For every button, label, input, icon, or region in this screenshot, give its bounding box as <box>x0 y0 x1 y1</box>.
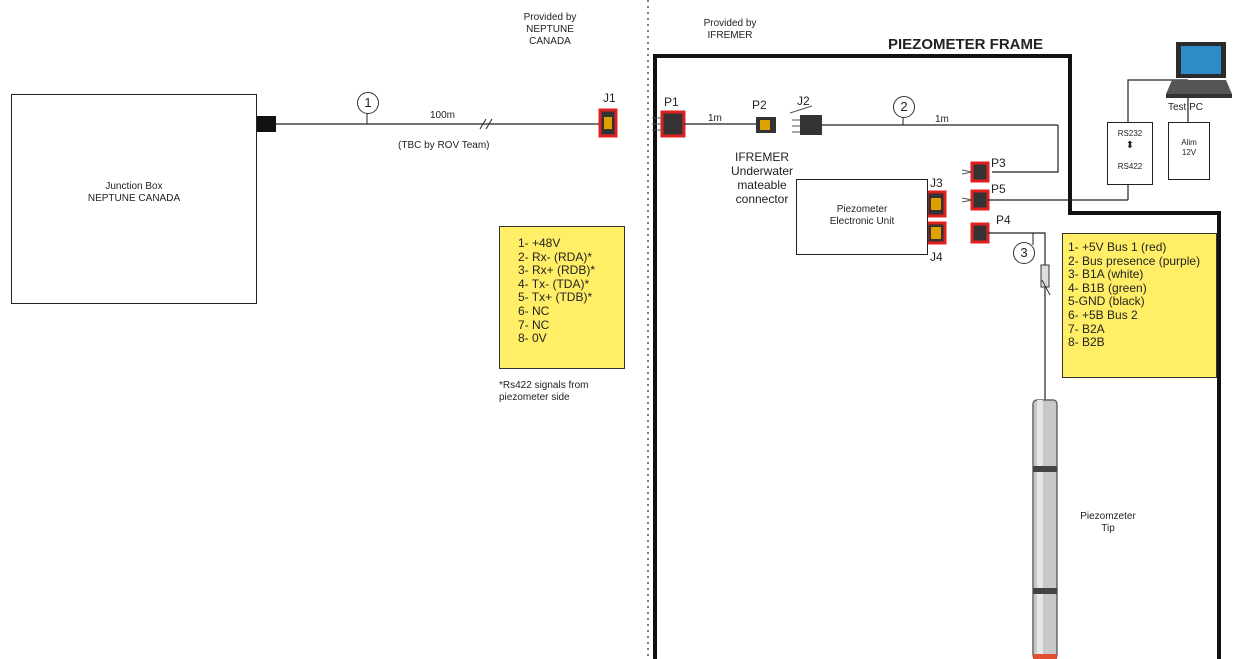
p1-connector <box>660 110 686 138</box>
p5-connector <box>970 189 990 211</box>
short-cable-length: 1m <box>708 113 722 124</box>
piezometer-frame <box>653 54 1221 659</box>
laptop-icon <box>1166 42 1232 98</box>
p3-label: P3 <box>991 156 1006 170</box>
bidirectional-arrow-icon: ⬍ <box>1125 140 1135 151</box>
p4-label: P4 <box>996 213 1011 227</box>
cable-1-length: 100m <box>430 110 456 121</box>
cable-number-3: 3 <box>1013 242 1035 264</box>
p5-label: P5 <box>991 182 1006 196</box>
piezometer-tip <box>1032 399 1058 659</box>
converter-box: RS232 ⬍ RS422 <box>1107 122 1153 185</box>
cable-3 <box>988 232 1046 400</box>
j4-label: J4 <box>930 250 943 264</box>
p4-pinout-box: 1- +5V Bus 1 (red)2- Bus presence (purpl… <box>1062 233 1217 378</box>
j3-label: J3 <box>930 176 943 190</box>
j2-label: J2 <box>797 94 810 108</box>
cable-number-1: 1 <box>357 92 379 114</box>
p2-label: P2 <box>752 98 767 112</box>
junction-box-port <box>256 116 276 132</box>
frame-title: PIEZOMETER FRAME <box>888 36 1044 53</box>
cable-2-length: 1m <box>935 114 949 125</box>
p3-connector <box>970 161 990 183</box>
j2-connector <box>800 115 822 135</box>
cable-1-note: (TBC by ROV Team) <box>398 140 490 151</box>
cable-number-2: 2 <box>893 96 915 118</box>
p1-label: P1 <box>664 95 679 109</box>
p4-connector <box>970 222 990 244</box>
j1-label: J1 <box>603 91 616 105</box>
test-pc-label: Test PC <box>1168 102 1204 113</box>
